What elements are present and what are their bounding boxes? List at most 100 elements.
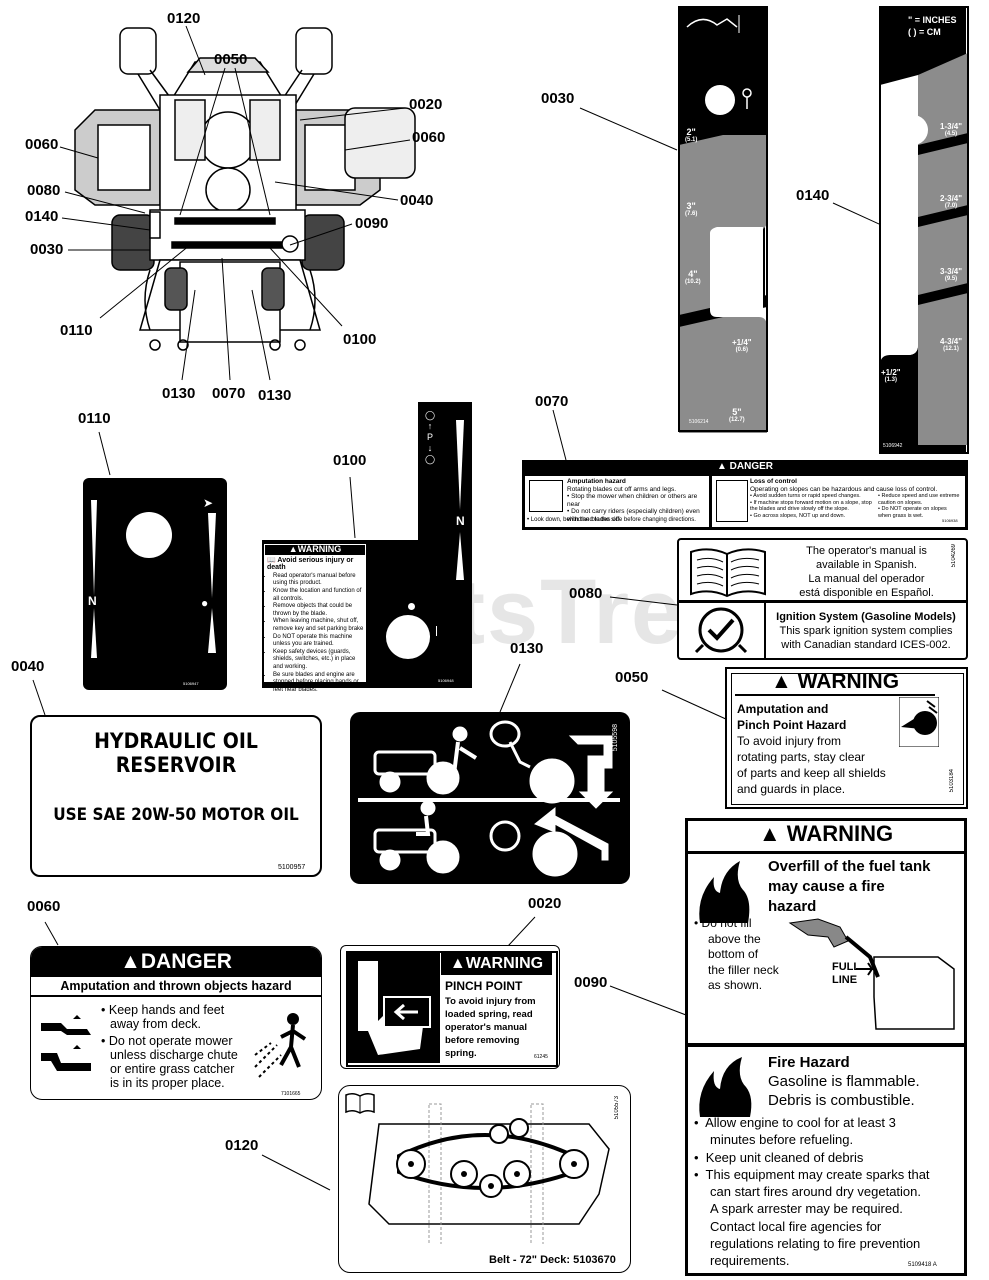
deck-lift-pictogram bbox=[358, 720, 620, 877]
part-number: 5106214 bbox=[689, 419, 709, 425]
callout-0020-decal: 0020 bbox=[528, 895, 562, 912]
part-number: 5106947 bbox=[183, 681, 199, 686]
mark-1-3-4: 1-3/4"(4.5) bbox=[940, 122, 963, 137]
legend-inches: " = INCHES bbox=[908, 15, 957, 25]
legend-cm: ( ) = CM bbox=[908, 27, 941, 37]
callout-0070-decal: 0070 bbox=[535, 393, 569, 410]
callout-0110-left: 0110 bbox=[60, 322, 93, 339]
callout-0070-bottom: 0070 bbox=[212, 385, 246, 402]
fuel-nozzle-tank-icon bbox=[788, 918, 955, 1030]
hand-foot-deck-icon bbox=[41, 1015, 91, 1071]
mark-plus-quarter: +1/4"(0.6) bbox=[732, 338, 752, 353]
callout-0040-top: 0040 bbox=[400, 192, 434, 209]
belt-caption: Belt - 72" Deck: 5103670 bbox=[489, 1254, 616, 1266]
decal-0060-danger-deck: ▲DANGER Amputation and thrown objects ha… bbox=[30, 946, 322, 1100]
warning-title: ▲WARNING bbox=[265, 545, 365, 555]
danger-subtitle: Amputation and thrown objects hazard bbox=[31, 977, 321, 997]
mark-2in: 2"(5.1) bbox=[685, 127, 698, 143]
decal-0020-pinch-point: ▲WARNING PINCH POINT To avoid injury fro… bbox=[340, 945, 560, 1069]
hand-pinch-icon bbox=[358, 961, 431, 1055]
inner-border bbox=[346, 951, 558, 1067]
decal-0030-shape bbox=[678, 6, 768, 433]
warning-heading: 📖 Avoid serious injury or death bbox=[267, 556, 354, 572]
rcm-compliance-icon bbox=[694, 607, 748, 654]
hand-icon-panel bbox=[348, 953, 440, 1063]
callout-0060-left: 0060 bbox=[25, 136, 59, 153]
mark-3in: 3"(7.6) bbox=[685, 201, 698, 217]
part-number: 5106942 bbox=[883, 443, 903, 449]
overfill-bullet: • Do not fill above the bottom of the fi… bbox=[694, 916, 779, 992]
manual-section: The operator's manual is available in Sp… bbox=[679, 540, 966, 603]
mower-illustration bbox=[74, 27, 416, 351]
callout-0100-right: 0100 bbox=[343, 331, 377, 348]
bullet: When leaving machine, shut off, remove k… bbox=[273, 618, 364, 633]
danger-title: ▲ DANGER bbox=[522, 460, 968, 474]
fire-hazard-heading: Fire Hazard Gasoline is flammable. Debri… bbox=[768, 1054, 920, 1109]
inner-border bbox=[731, 673, 964, 805]
right-panel: Loss of control Operating on slopes can … bbox=[712, 476, 965, 527]
callout-0080-decal: 0080 bbox=[569, 585, 603, 602]
callout-0020: 0020 bbox=[409, 96, 443, 113]
warning-text: Amputation and Pinch Point Hazard To avo… bbox=[737, 702, 886, 796]
part-number: 7101665 bbox=[281, 1091, 301, 1097]
lever-hole bbox=[386, 615, 430, 659]
rabbit-icon: ➤ bbox=[203, 496, 214, 510]
part-number: 5105598 bbox=[612, 724, 619, 752]
callout-0050-decal: 0050 bbox=[615, 669, 649, 686]
bullet: Know the location and function of all co… bbox=[273, 588, 364, 603]
warning-panel: ▲WARNING 📖 Avoid serious injury or death… bbox=[264, 544, 366, 693]
callout-0120-decal: 0120 bbox=[225, 1137, 259, 1154]
bullets: • Keep hands and feet away from deck. • … bbox=[101, 1003, 238, 1090]
part-number: 5106948 bbox=[438, 678, 454, 683]
decal-0070-danger: ▲ DANGER Amputation hazard Rotating blad… bbox=[522, 460, 968, 530]
fire-hazard-bullets: • Allow engine to cool for at least 3 mi… bbox=[694, 1115, 930, 1269]
decal-0050-warning-pinch: ▲ WARNING Amputation and Pinch Point Haz… bbox=[725, 667, 968, 809]
divider bbox=[688, 1043, 964, 1047]
rcm-mark-box bbox=[679, 603, 766, 658]
part-number: 5106938 bbox=[942, 518, 958, 523]
mark-plus-half: +1/2"(1.3) bbox=[881, 368, 901, 383]
part-number: 5109418 A bbox=[908, 1262, 937, 1268]
slope-icon bbox=[716, 480, 748, 522]
ignition-text: Ignition System (Gasoline Models) This s… bbox=[776, 611, 956, 651]
warning-title: ▲WARNING bbox=[441, 953, 552, 975]
decal-0140-shape bbox=[879, 6, 969, 454]
bullet: Remove objects that could be thrown by t… bbox=[273, 603, 364, 618]
mark-2-3-4: 2-3/4"(7.0) bbox=[940, 194, 963, 209]
mark-4in: 4"(10.2) bbox=[685, 269, 701, 285]
left-panel: Amputation hazard Rotating blades cut of… bbox=[525, 476, 709, 527]
manual-book-icon bbox=[345, 1092, 375, 1114]
callout-0040-decal: 0040 bbox=[11, 658, 45, 675]
decal-0140-height-gauge: " = INCHES ( ) = CM 1-3/4"(4.5) 2-3/4"(7… bbox=[878, 5, 970, 455]
bullet: Do NOT operate this machine unless you a… bbox=[273, 634, 364, 649]
part-number: 5103184 bbox=[949, 769, 955, 793]
mark-3-3-4: 3-3/4"(9.5) bbox=[940, 267, 963, 282]
speed-wedges bbox=[456, 420, 464, 580]
callout-0030-decal: 0030 bbox=[541, 90, 575, 107]
thrown-object-icon bbox=[254, 1013, 307, 1078]
left-text: Amputation hazard Rotating blades cut of… bbox=[567, 478, 700, 523]
part-number: 5104269 bbox=[951, 544, 957, 568]
mark-4-3-4: 4-3/4"(12.1) bbox=[940, 337, 963, 352]
leader-lines bbox=[32, 25, 937, 1191]
tick bbox=[436, 626, 437, 636]
decal-0030-height-gauge: 2"(5.1) 3"(7.6) 4"(10.2) +1/4"(0.6) 5"(1… bbox=[677, 5, 769, 433]
mark-5in: 5"(12.7) bbox=[729, 407, 745, 423]
dot bbox=[408, 603, 415, 610]
right-text: Loss of control Operating on slopes can … bbox=[750, 478, 960, 519]
decal-0090-fuel-warning: ▲ WARNING Overfill of the fuel tank may … bbox=[685, 818, 967, 1276]
decal-0040-hydraulic: HYDRAULIC OIL RESERVOIR USE SAE 20W-50 M… bbox=[30, 715, 322, 877]
bullet: Read operator's manual before using this… bbox=[273, 573, 364, 588]
decal-0100-warning-controls: ◯↑P↓◯ N ▲WARNING 📖 Avoid serious injury … bbox=[260, 400, 474, 693]
hydraulic-title: HYDRAULIC OIL RESERVOIR bbox=[94, 729, 258, 777]
decal-0110-speed-control: N ➤ ● 5106947 bbox=[83, 478, 227, 690]
turtle-icon: ● bbox=[201, 596, 209, 610]
bullet: Be sure blades and engine are stopped be… bbox=[273, 672, 364, 695]
book-icon bbox=[690, 548, 766, 598]
left-bottom: • Look down, behind and to the side befo… bbox=[527, 517, 696, 523]
callout-0130-decal: 0130 bbox=[510, 640, 544, 657]
warning-title: ▲ WARNING bbox=[735, 670, 935, 696]
callout-0130-a: 0130 bbox=[162, 385, 196, 402]
part-number: 5105573 bbox=[614, 1096, 620, 1120]
